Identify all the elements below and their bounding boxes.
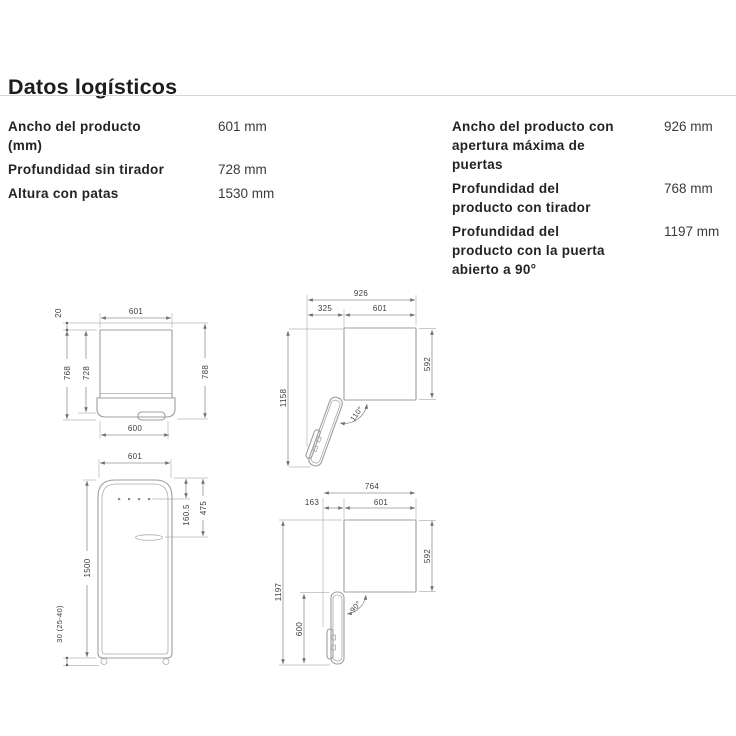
title-divider — [0, 95, 736, 96]
dim-depth-with-handle: 768 — [63, 366, 72, 380]
dim-total-width: 764 — [365, 482, 379, 491]
door-front-outline — [101, 483, 169, 655]
spec-row-depth-door-90: Profundidad del producto con la puerta a… — [452, 222, 736, 279]
dim-wall-gap: 20 — [54, 308, 63, 318]
door-handle — [305, 429, 321, 459]
spec-row-height-with-feet: Altura con patas 1530 mm — [8, 184, 380, 203]
spec-value: 728 mm — [218, 162, 267, 177]
dim-cabinet-depth: 592 — [423, 549, 432, 563]
dim-door-angle: 110° — [348, 405, 365, 423]
door-top-outline — [96, 397, 176, 418]
dimension-lines — [281, 491, 434, 664]
dim-handle-offset: 475 — [199, 501, 208, 515]
spec-value: 1530 mm — [218, 186, 275, 201]
diagram-front-view: 601 1500 160.5 475 30 (25-40) — [55, 452, 209, 667]
spec-row-depth-with-handle: Profundidad del producto con tirador 768… — [452, 179, 736, 217]
spec-label: Altura con patas — [8, 186, 119, 201]
diagram-top-view-door-90: 764 163 601 1197 600 592 90° — [274, 482, 436, 666]
spec-value: 768 mm — [664, 181, 713, 196]
dim-depth-without-handle: 728 — [82, 366, 91, 380]
cabinet-top-outline — [99, 329, 173, 399]
dim-width-top: 601 — [129, 307, 143, 316]
spec-label: Profundidad sin tirador — [8, 162, 165, 177]
brand-logo-dots — [118, 498, 151, 501]
extension-lines — [63, 313, 208, 439]
dim-door-depth: 600 — [295, 622, 304, 636]
extension-lines — [279, 498, 436, 666]
dim-logo-offset: 160.5 — [182, 504, 191, 526]
door-handle — [326, 628, 334, 660]
dim-door-projection: 163 — [305, 498, 319, 507]
dim-total-depth: 1197 — [274, 583, 283, 602]
fridge-front-outline — [97, 479, 173, 659]
dim-cabinet-width: 601 — [373, 304, 387, 313]
dim-door-projection: 325 — [318, 304, 332, 313]
spec-label: Ancho del producto con apertura máxima d… — [452, 119, 614, 172]
spec-value: 601 mm — [218, 119, 267, 134]
diagram-top-view-door-110: 926 325 601 1158 592 110° — [279, 289, 436, 468]
dim-feet-height: 30 (25-40) — [55, 605, 64, 643]
foot-left — [100, 658, 108, 665]
open-door-90 — [326, 591, 345, 665]
handle-top-view — [137, 411, 166, 421]
spec-label: Ancho del producto (mm) — [8, 119, 141, 153]
handle-front-view — [135, 534, 163, 541]
dim-depth-total: 788 — [201, 365, 210, 379]
dim-total-depth: 1158 — [279, 389, 288, 408]
dim-total-width: 926 — [354, 289, 368, 298]
dim-height: 1500 — [83, 558, 92, 577]
open-door-110 — [305, 396, 343, 467]
dim-cabinet-depth: 592 — [423, 357, 432, 371]
spec-row-depth-no-handle: Profundidad sin tirador 728 mm — [8, 160, 380, 179]
dim-door-angle: 90° — [348, 599, 363, 614]
diagram-top-view-closed: 601 20 768 728 788 600 — [54, 307, 211, 439]
spec-row-width: Ancho del producto (mm) 601 mm — [8, 117, 380, 155]
cabinet-top-outline — [343, 327, 417, 401]
foot-right — [162, 658, 170, 665]
spec-row-width-door-open: Ancho del producto con apertura máxima d… — [452, 117, 736, 174]
dim-width: 601 — [128, 452, 142, 461]
cabinet-top-outline — [343, 519, 417, 593]
dimension-lines — [286, 298, 434, 466]
spec-label: Profundidad del producto con tirador — [452, 181, 591, 215]
dim-cabinet-width: 601 — [374, 498, 388, 507]
spec-value: 926 mm — [664, 119, 713, 134]
spec-column-left: Ancho del producto (mm) 601 mm Profundid… — [8, 117, 380, 208]
spec-value: 1197 mm — [664, 224, 720, 239]
spec-column-right: Ancho del producto con apertura máxima d… — [452, 117, 736, 284]
spec-label: Profundidad del producto con la puerta a… — [452, 224, 605, 277]
dim-door-width: 600 — [128, 424, 142, 433]
